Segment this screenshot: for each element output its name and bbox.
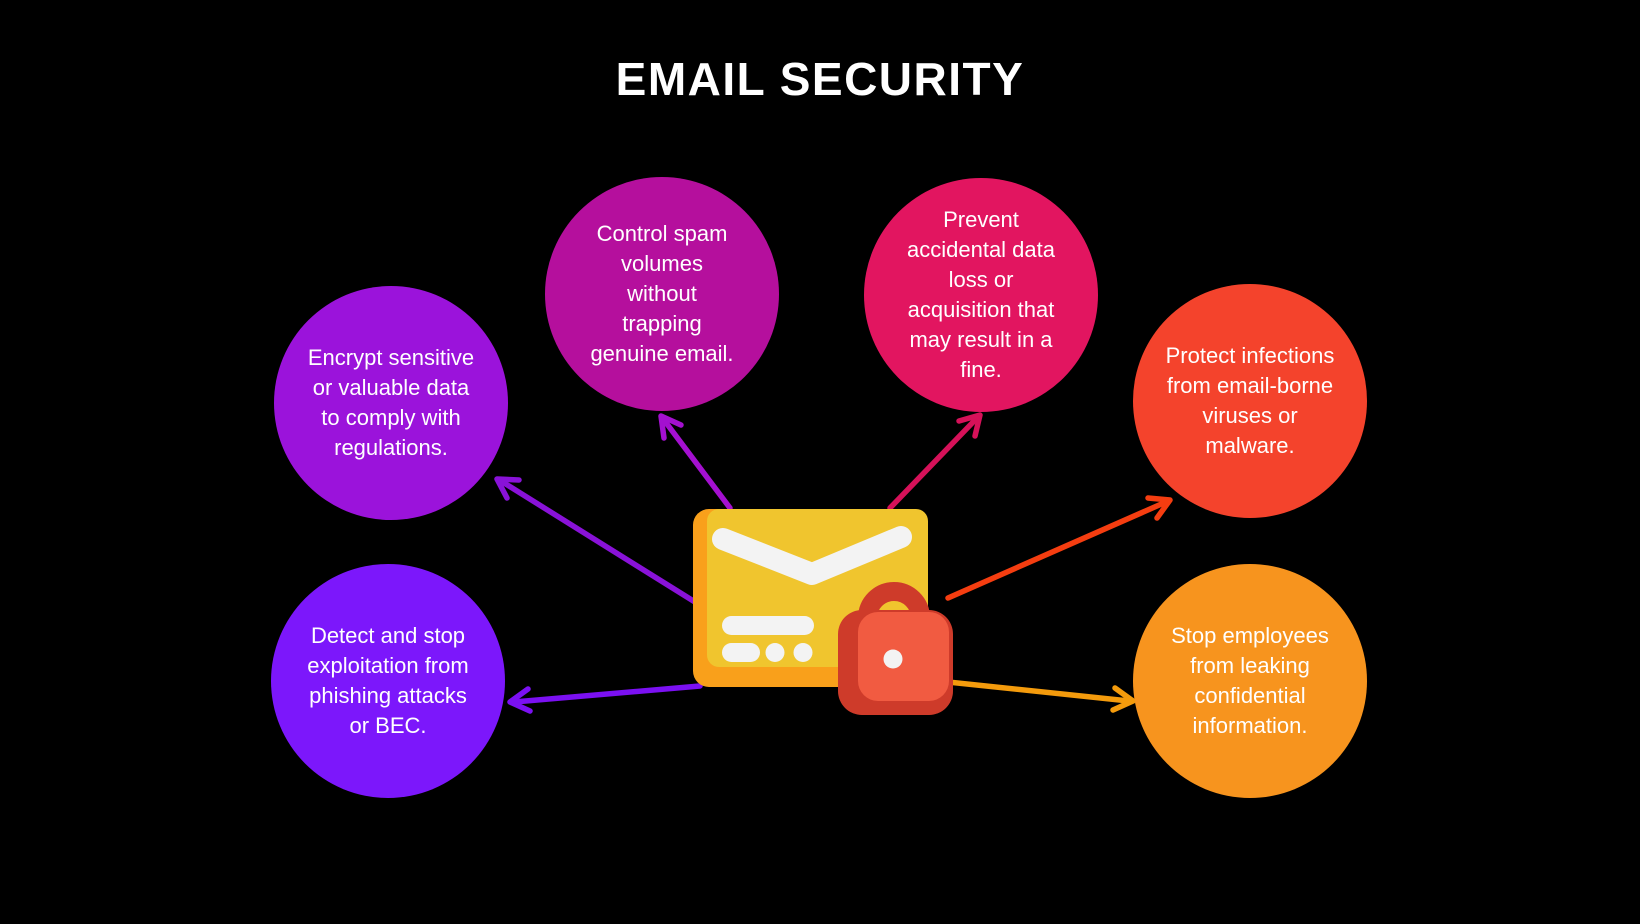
envelope-text-line-long [722, 616, 814, 635]
arrow-to-protect-infections-bubble [945, 495, 1173, 601]
bubble-protect-infections: Protect infections from email-borne viru… [1133, 284, 1367, 518]
bubble-control-spam-text: Control spam volumes without trapping ge… [590, 221, 734, 366]
bubble-control-spam: Control spam volumes without trapping ge… [545, 177, 779, 411]
envelope-text-line-short [722, 643, 760, 662]
padlock-keyhole [883, 649, 903, 669]
padlock-icon [838, 582, 953, 715]
bubble-prevent-data-loss: Prevent accidental data loss or acquisit… [864, 178, 1098, 412]
padlock-face [858, 612, 949, 701]
arrow-to-control-spam-bubble [658, 413, 733, 511]
bubble-detect-phishing: Detect and stop exploitation from phishi… [271, 564, 505, 798]
bubble-stop-leaks: Stop employees from leaking confidential… [1133, 564, 1367, 798]
bubble-stop-leaks-text: Stop employees from leaking confidential… [1171, 623, 1329, 738]
arrow-to-detect-phishing-bubble [507, 683, 703, 714]
arrow-to-encrypt-bubble [494, 476, 698, 605]
envelope-dot-2 [793, 643, 813, 662]
envelope-dot-1 [765, 643, 785, 662]
arrow-to-stop-leaks-bubble [945, 679, 1136, 713]
bubble-detect-phishing-text: Detect and stop exploitation from phishi… [307, 623, 469, 738]
bubble-encrypt: Encrypt sensitive or valuable data to co… [274, 286, 508, 520]
bubble-encrypt-text: Encrypt sensitive or valuable data to co… [307, 345, 475, 460]
arrow-to-prevent-data-loss-bubble [887, 412, 983, 511]
bubble-protect-infections-text: Protect infections from email-borne viru… [1165, 343, 1335, 458]
bubble-prevent-data-loss-text: Prevent accidental data loss or acquisit… [907, 207, 1055, 382]
page-title: EMAIL SECURITY [615, 53, 1025, 105]
envelope-flap-chevron [712, 526, 912, 585]
